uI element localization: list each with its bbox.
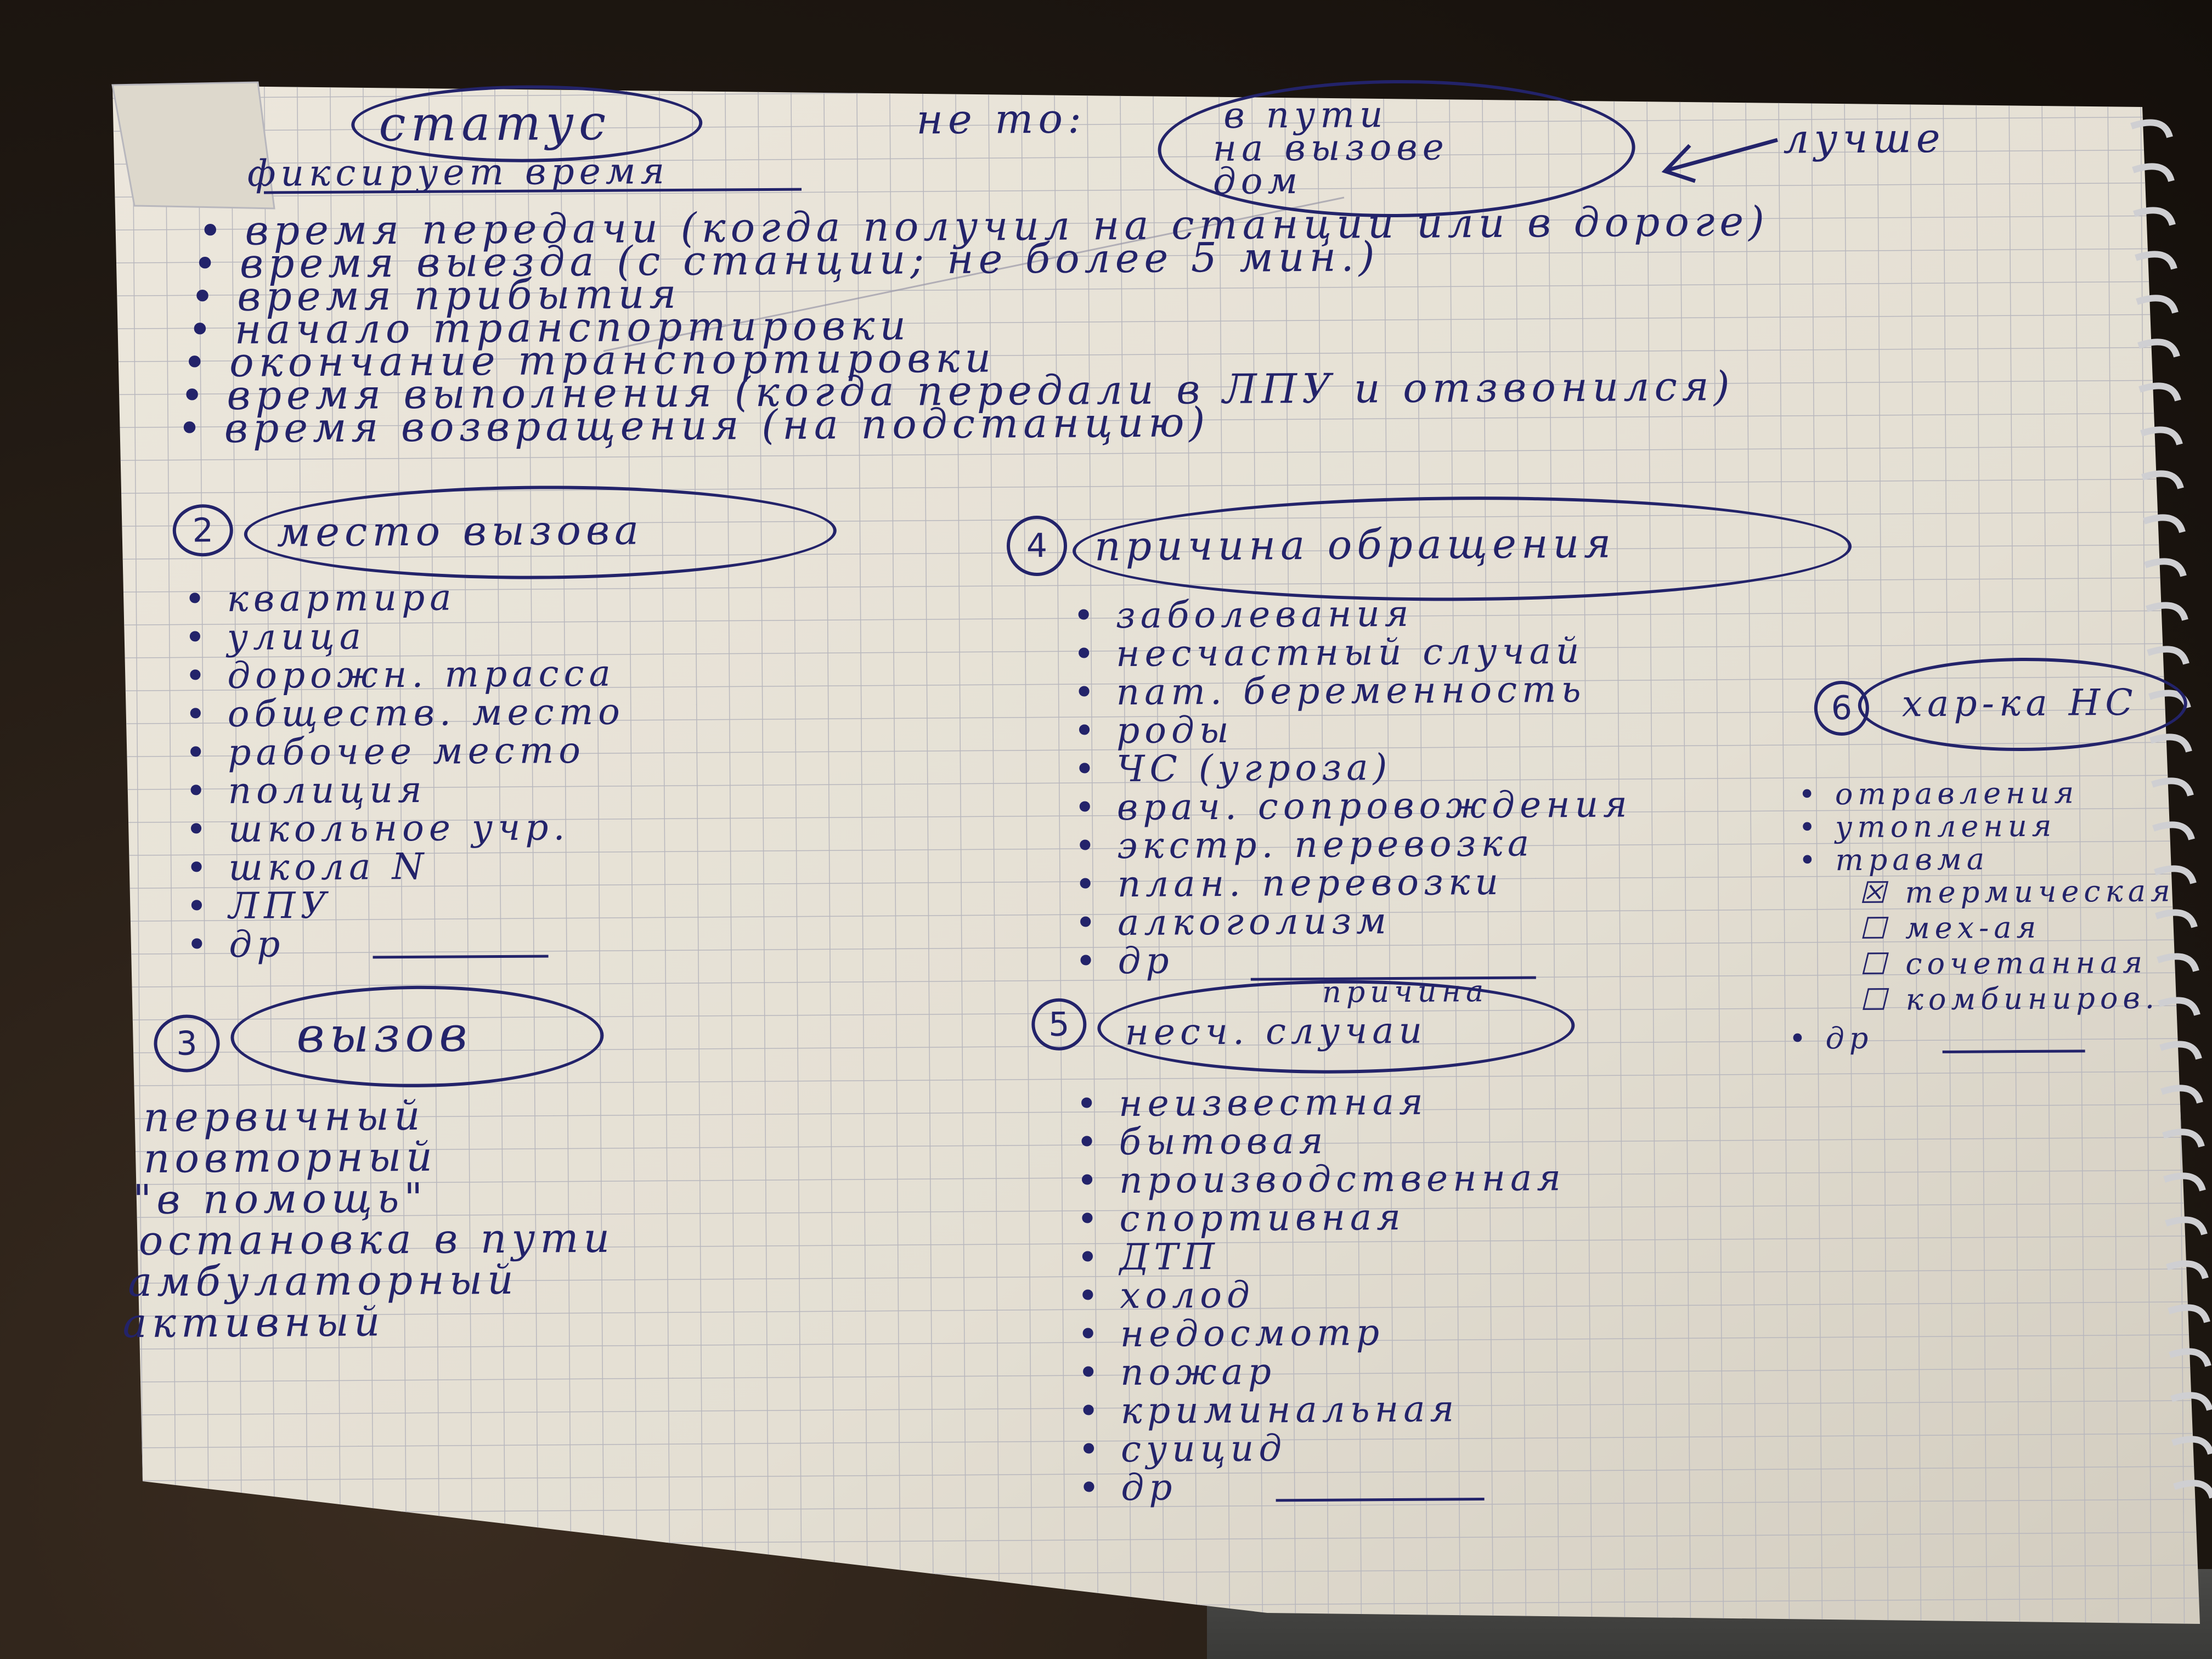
status-item: • время возвращения (на подстанцию) (177, 399, 1210, 453)
sec6-item: • утопления (1798, 808, 2057, 845)
sec4-item: • др (1075, 939, 1174, 983)
sec2-item: • квартира (184, 576, 456, 620)
sec2-item: • школа N (185, 845, 429, 889)
sec4-item: • заболевания (1073, 592, 1414, 637)
sec6-subitem: ☐ сочетанная (1859, 945, 2148, 981)
sec2-item: • дорожн. трасса (184, 652, 616, 697)
sec3-item: первичный (143, 1092, 425, 1141)
sec5-item: • криминальная (1077, 1387, 1459, 1432)
sec4-item: • экстр. перевозка (1074, 822, 1534, 867)
sec2-item: • ЛПУ (185, 884, 332, 928)
sec6-other: • др (1788, 1020, 1874, 1056)
sec5-item: • пожар (1077, 1350, 1277, 1394)
sec5-title-top: причина (1322, 973, 1489, 1009)
sec5-item: • недосмотр (1077, 1311, 1385, 1356)
sec5-item: • ДТП (1076, 1235, 1220, 1279)
sec6-title: хар-ка НС (1901, 681, 2138, 725)
sec4-item: • алкоголизм (1074, 900, 1392, 944)
sec5-item: • неизвестная (1075, 1080, 1428, 1125)
sec2-item: • школьное учр. (185, 806, 570, 851)
sec5-item: • производственная (1076, 1156, 1566, 1202)
blank-line (1942, 1049, 2085, 1053)
sec5-item: • холод (1077, 1273, 1255, 1317)
sec3-item: активный (122, 1298, 385, 1347)
sec2-item: • улица (184, 615, 366, 659)
sec3-item: "в помощь" (132, 1174, 428, 1224)
sec3-title: вызов (296, 1006, 472, 1064)
section-number-badge: 3 (154, 1014, 220, 1073)
sec5-item: • др (1078, 1466, 1177, 1509)
sec5-title: несч. случаи (1125, 1009, 1427, 1054)
circled-note-line: дом (1212, 160, 1303, 203)
sec4-title: причина обращения (1094, 520, 1616, 571)
sec4-item: • план. перевозки (1074, 860, 1504, 906)
blank-line (1276, 1498, 1485, 1502)
sec2-title: место вызова (276, 506, 644, 556)
sec4-item: • пат. беременность (1073, 668, 1586, 714)
sec6-subitem: ☒ термическая (1859, 873, 2175, 910)
section-number-badge: 5 (1031, 998, 1087, 1051)
sec2-item: • обществ. место (184, 690, 625, 736)
sec2-item: • рабочее место (185, 729, 586, 774)
status-title: статус (378, 94, 611, 153)
arrow-icon (1661, 138, 1778, 183)
status-subtitle: фиксирует время (247, 150, 670, 195)
sec3-item: остановка в пути (138, 1214, 615, 1265)
sec2-item: • др (186, 923, 285, 966)
sec2-item: • полиция (185, 768, 427, 812)
section-number-badge: 2 (172, 504, 234, 557)
sec4-item: • ЧС (угроза) (1074, 746, 1392, 791)
sec4-item: • несчастный случай (1073, 629, 1584, 675)
sec5-item: • бытовая (1076, 1119, 1328, 1164)
sec3-item: амбулаторный (127, 1256, 518, 1306)
status-arrow-note: не то: (916, 95, 1087, 144)
sec6-subitem: ☐ мех-ая (1859, 910, 2041, 946)
sec5-item: • суицид (1077, 1427, 1287, 1471)
spiral-binding (2130, 119, 2212, 1499)
sec6-item: • травма (1798, 842, 1990, 878)
sec5-item: • спортивная (1076, 1195, 1406, 1240)
status-arrow-label: лучше (1783, 114, 1945, 163)
section-number-badge: 4 (1006, 515, 1068, 577)
sec4-item: • роды (1073, 708, 1234, 752)
sec3-item: повторный (143, 1133, 438, 1182)
sec4-item: • врач. сопровождения (1074, 783, 1633, 829)
blank-line (373, 955, 549, 959)
sec6-item: • отравления (1798, 775, 2079, 812)
sec6-subitem: ☐ комбиниров. (1859, 980, 2160, 1017)
